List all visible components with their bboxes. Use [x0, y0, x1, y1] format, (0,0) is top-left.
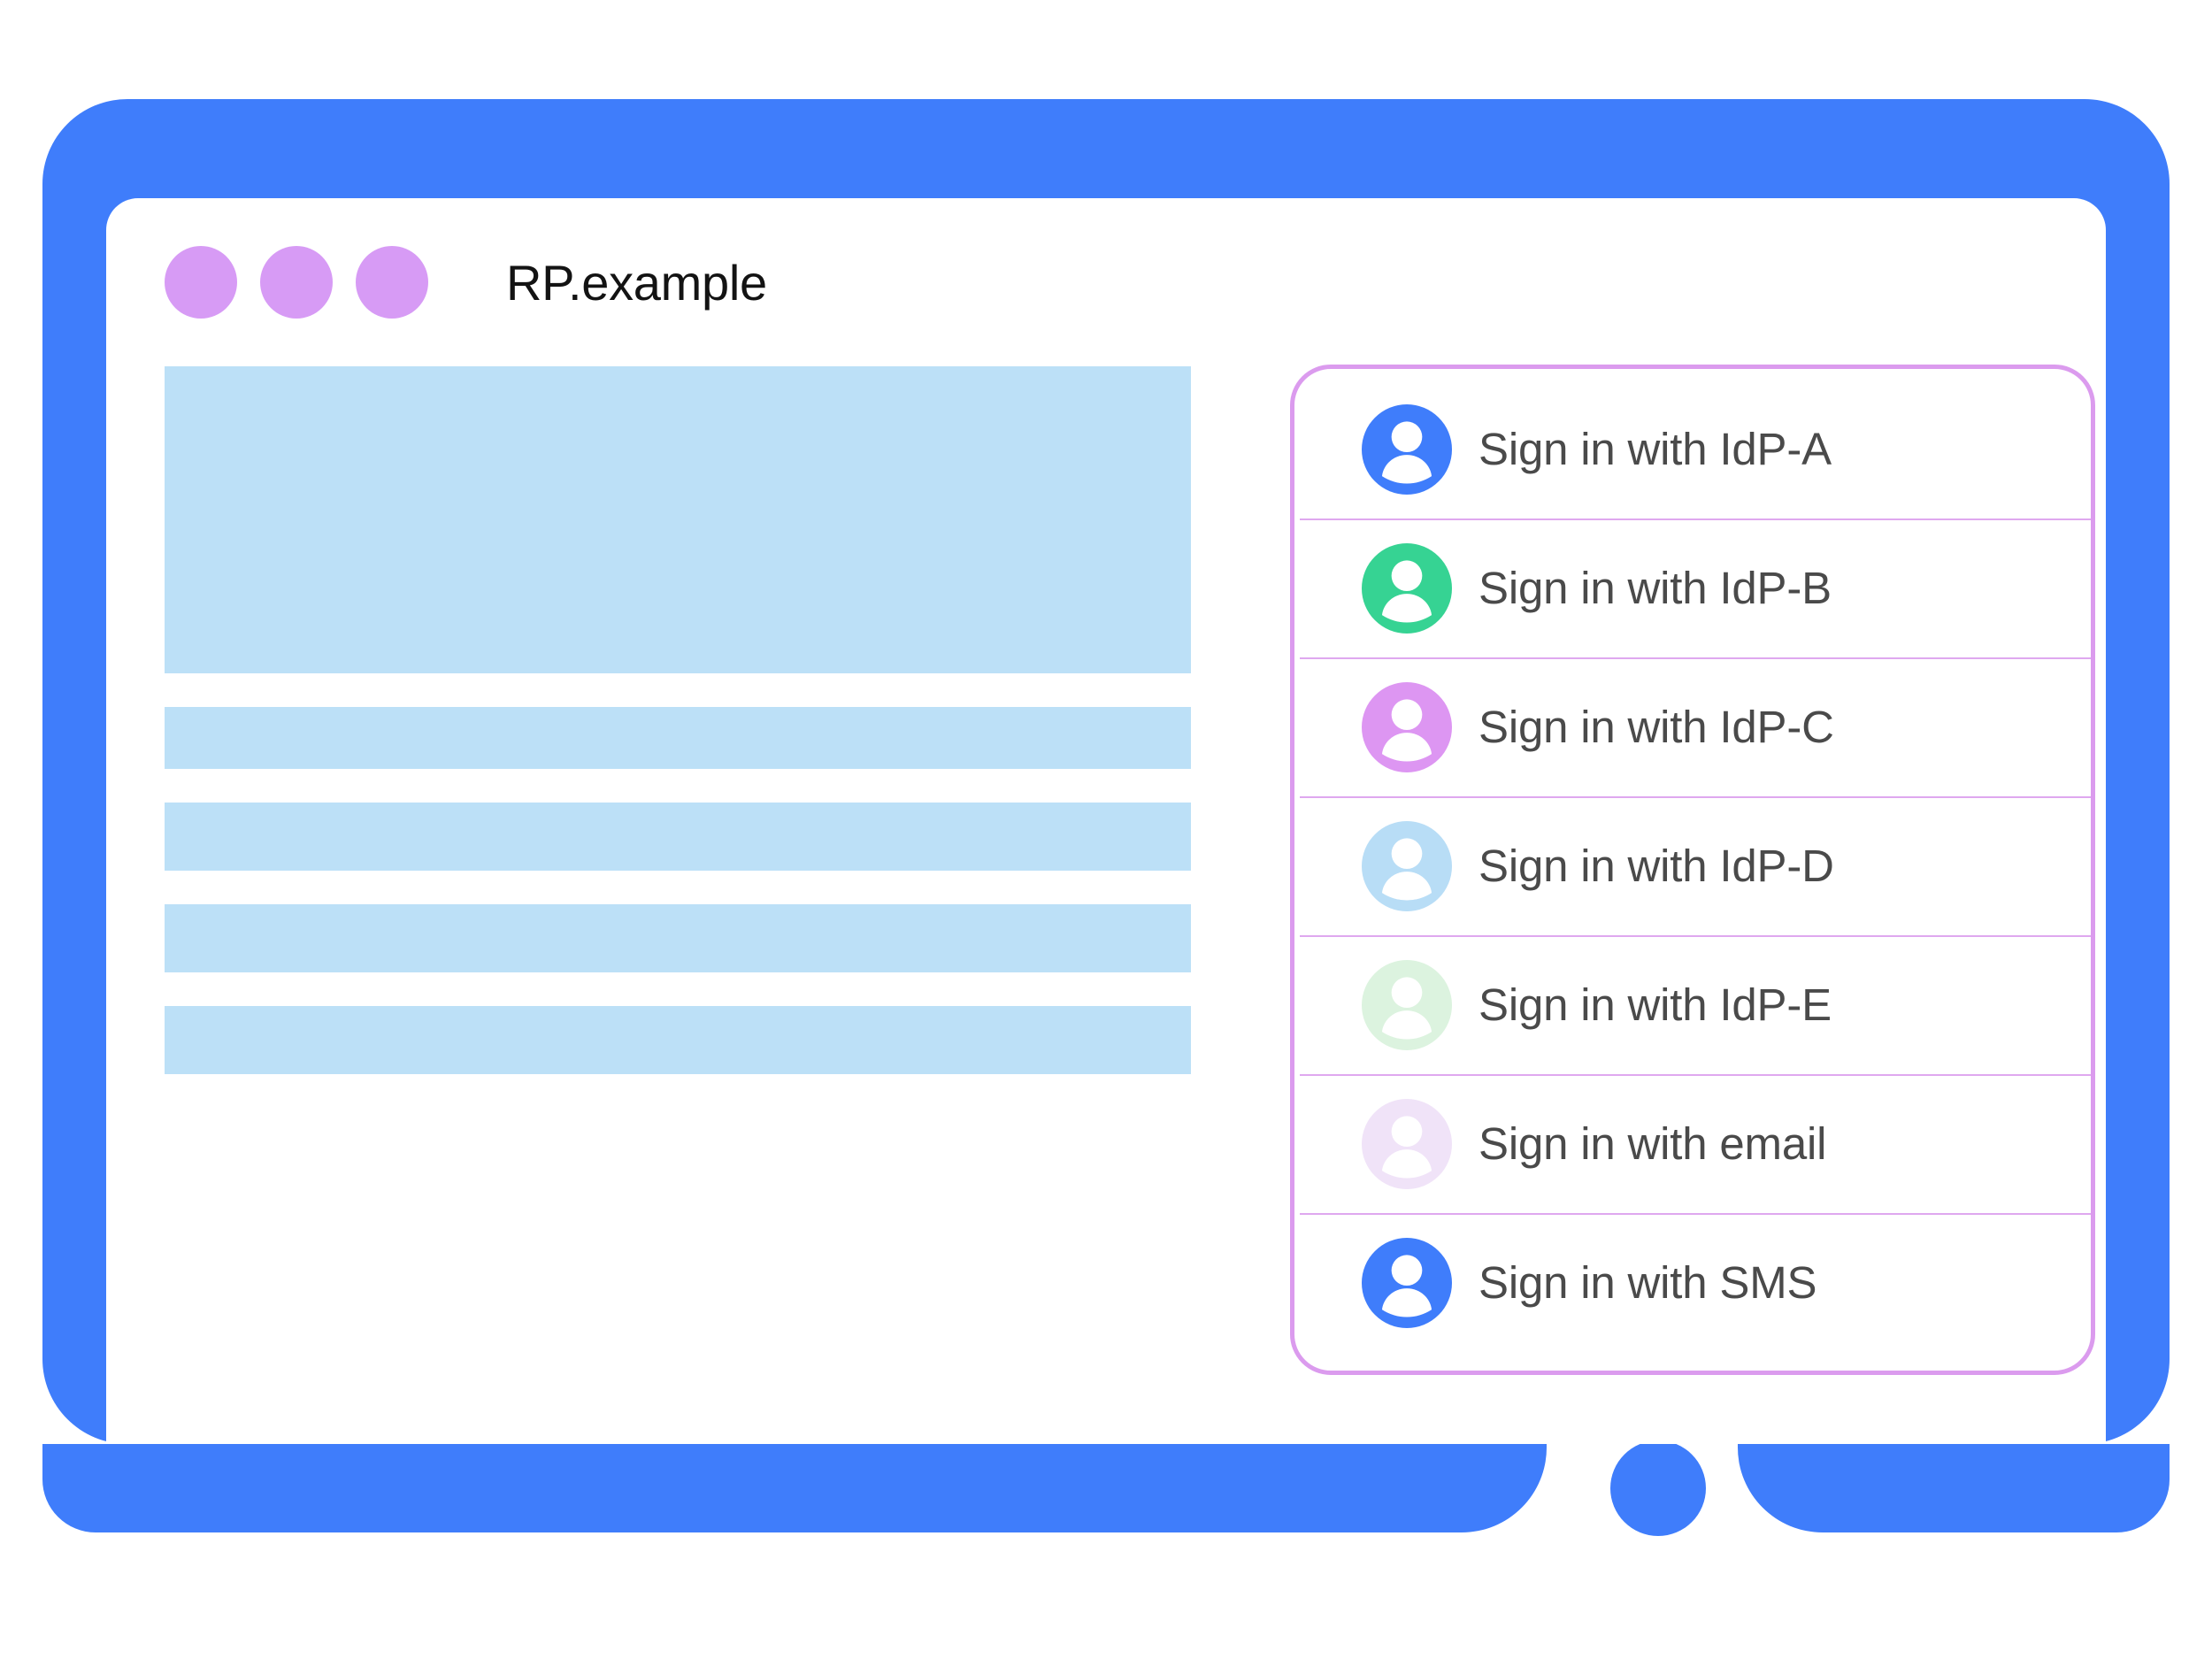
- account-row[interactable]: Sign in with IdP-B: [1294, 518, 2091, 657]
- account-label: Sign in with IdP-D: [1479, 841, 1834, 891]
- page-content-placeholders: [165, 366, 1191, 1108]
- device-frame-bottom-right-bar: [1738, 1444, 2170, 1532]
- account-row[interactable]: Sign in with IdP-D: [1294, 796, 2091, 935]
- person-avatar-icon: [1362, 542, 1452, 634]
- person-avatar-icon: [1362, 403, 1452, 495]
- account-label: Sign in with SMS: [1479, 1257, 1817, 1308]
- person-avatar-icon: [1362, 1237, 1452, 1328]
- account-row[interactable]: Sign in with IdP-A: [1294, 380, 2091, 518]
- account-label: Sign in with IdP-C: [1479, 702, 1834, 752]
- account-label: Sign in with IdP-A: [1479, 424, 1832, 474]
- text-line-placeholder-2: [165, 803, 1191, 871]
- account-row[interactable]: Sign in with IdP-E: [1294, 935, 2091, 1074]
- account-chooser-dialog: Sign in with IdP-A Sign in with IdP-B Sign…: [1290, 365, 2095, 1375]
- text-line-placeholder-3: [165, 904, 1191, 972]
- account-list: Sign in with IdP-A Sign in with IdP-B Sign…: [1294, 380, 2091, 1352]
- person-avatar-icon: [1362, 1098, 1452, 1189]
- account-row[interactable]: Sign in with IdP-C: [1294, 657, 2091, 796]
- person-avatar-icon: [1362, 681, 1452, 772]
- account-label: Sign in with email: [1479, 1118, 1827, 1169]
- browser-titlebar: RP.example: [106, 198, 2106, 366]
- page-title: RP.example: [506, 254, 767, 311]
- text-line-placeholder-1: [165, 707, 1191, 769]
- window-dot-1-icon[interactable]: [165, 246, 237, 319]
- hero-placeholder: [165, 366, 1191, 673]
- account-row[interactable]: Sign in with SMS: [1294, 1213, 2091, 1352]
- device-frame-bottom-left-bar: [42, 1444, 1547, 1532]
- person-avatar-icon: [1362, 820, 1452, 911]
- text-line-placeholder-4: [165, 1006, 1191, 1074]
- account-row[interactable]: Sign in with email: [1294, 1074, 2091, 1213]
- person-avatar-icon: [1362, 959, 1452, 1050]
- window-dot-3-icon[interactable]: [356, 246, 428, 319]
- account-label: Sign in with IdP-B: [1479, 563, 1832, 613]
- account-label: Sign in with IdP-E: [1479, 979, 1832, 1030]
- window-dot-2-icon[interactable]: [260, 246, 333, 319]
- home-button[interactable]: [1610, 1440, 1706, 1536]
